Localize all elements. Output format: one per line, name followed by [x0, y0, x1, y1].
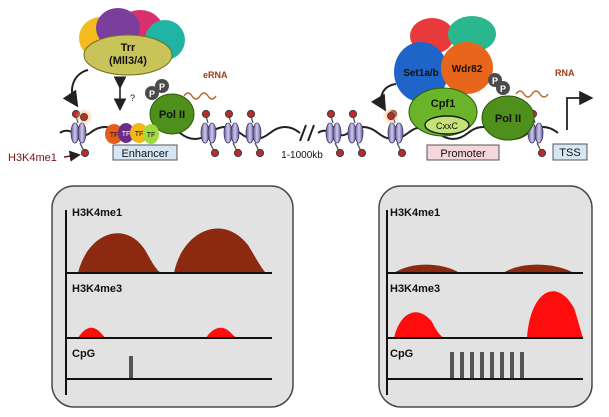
question-mark: ?: [130, 93, 135, 103]
h3k4me1-peak: [174, 228, 266, 273]
phosphate-label: P: [149, 89, 155, 99]
trr-sub-label: (Mll3/4): [109, 55, 147, 67]
set1-subunit: [394, 42, 448, 102]
h3k4me3-peak: [527, 291, 583, 338]
cpg-bar: [520, 352, 524, 379]
wdr82-label: Wdr82: [452, 64, 483, 75]
promoter-label: Promoter: [440, 148, 486, 160]
h3k4me1-peak: [503, 264, 572, 273]
phosphate-circle: [155, 79, 169, 93]
histone-mark: [210, 148, 220, 158]
erna-squiggle: [183, 92, 217, 100]
histone-mark: [357, 148, 367, 158]
cpg-bar: [510, 352, 514, 379]
cpg-bar: [450, 352, 454, 379]
nucleosome: [332, 122, 342, 144]
promoter-box: [426, 144, 500, 161]
phosphate-label: P: [492, 76, 498, 86]
rna-squiggle: [515, 90, 549, 98]
histone-mark: [335, 148, 345, 158]
histone-mark: [397, 148, 407, 158]
histone-mark: [80, 113, 88, 121]
pol2-enhancer: [149, 93, 195, 135]
tf-label: TF: [147, 132, 156, 139]
phosphate-circle: [145, 86, 159, 100]
promoter-profile-panel: [378, 185, 593, 408]
break-mark: [299, 124, 307, 142]
enhancer-profile-panel: [51, 185, 294, 408]
erna-label: eRNA: [203, 70, 228, 80]
cpg-bar: [480, 352, 484, 379]
phosphate-label: P: [500, 84, 506, 94]
cpg-bar: [490, 352, 494, 379]
nucleosome: [207, 122, 217, 144]
nucleosome-row: [70, 122, 544, 144]
cxxc-label: CxxC: [436, 121, 458, 131]
rna-label: RNA: [555, 68, 575, 78]
histone-mark: [387, 112, 395, 120]
histone-mark: [326, 109, 336, 119]
tf-label: TF: [135, 131, 144, 138]
enhancer-label: Enhancer: [121, 148, 168, 160]
cpg-bar: [470, 352, 474, 379]
track-label-h3k4me1: H3K4me1: [390, 207, 440, 219]
cpf1-label: Cpf1: [431, 98, 455, 110]
break-mark: [307, 124, 315, 142]
enhancer-box: [112, 144, 178, 161]
cpg-cluster: [450, 352, 524, 379]
nucleosome: [394, 122, 404, 144]
cxxc-domain: [424, 115, 470, 135]
pol2-promoter: [481, 95, 535, 141]
tf-label: TF: [110, 132, 119, 139]
nucleosome: [252, 122, 262, 144]
wdr82-subunit: [441, 42, 493, 94]
cpg-bar: [460, 352, 464, 379]
track-label-h3k4me3: H3K4me3: [390, 283, 440, 295]
trr-subunit: [83, 34, 173, 76]
histone-mark: [233, 148, 243, 158]
nucleosome: [534, 122, 544, 144]
track-label-h3k4me1: H3K4me1: [72, 207, 122, 219]
track-label-cpg: CpG: [72, 348, 95, 360]
tf-orange: [105, 124, 123, 144]
histone-mark: [348, 109, 358, 119]
nucleosome: [230, 122, 240, 144]
track-label-cpg: CpG: [390, 348, 413, 360]
h3k4me3-peak: [206, 327, 237, 338]
nucleosome: [77, 122, 87, 144]
pol2-label: Pol II: [159, 109, 185, 121]
tss-box: [552, 143, 588, 161]
cpg-bar: [500, 352, 504, 379]
pointer-arrow: [63, 150, 81, 162]
h3k4me3-peak: [394, 312, 444, 338]
histone-mark: [224, 109, 234, 119]
distance-label: 1-1000kb: [281, 150, 323, 161]
cpg-bar: [129, 356, 133, 379]
h3k4me3-peak: [78, 327, 106, 338]
h3k4me1-peak: [394, 264, 458, 273]
curved-arrow: [62, 69, 89, 108]
tf-purple: [118, 123, 134, 143]
phosphate-label: P: [159, 82, 165, 92]
pol2-label: Pol II: [495, 113, 521, 125]
h3k4me1-pointer-label: H3K4me1: [8, 152, 57, 164]
h3k4me1-peak: [78, 233, 162, 273]
tf-gold: [130, 123, 148, 143]
tss-arrow: [566, 90, 594, 130]
trr-label: Trr: [121, 42, 136, 54]
histone-mark: [201, 109, 211, 119]
set1-label: Set1a/b: [403, 68, 439, 79]
curved-arrow: [370, 83, 397, 112]
histone-mark: [80, 148, 90, 158]
tf-lime: [143, 124, 159, 144]
nucleosome: [354, 122, 364, 144]
tss-label: TSS: [559, 147, 580, 159]
track-label-h3k4me3: H3K4me3: [72, 283, 122, 295]
histone-mark: [246, 109, 256, 119]
tf-label: TF: [122, 131, 131, 138]
histone-mark: [255, 148, 265, 158]
histone-mark: [537, 148, 547, 158]
phosphate-circle: [496, 81, 510, 95]
